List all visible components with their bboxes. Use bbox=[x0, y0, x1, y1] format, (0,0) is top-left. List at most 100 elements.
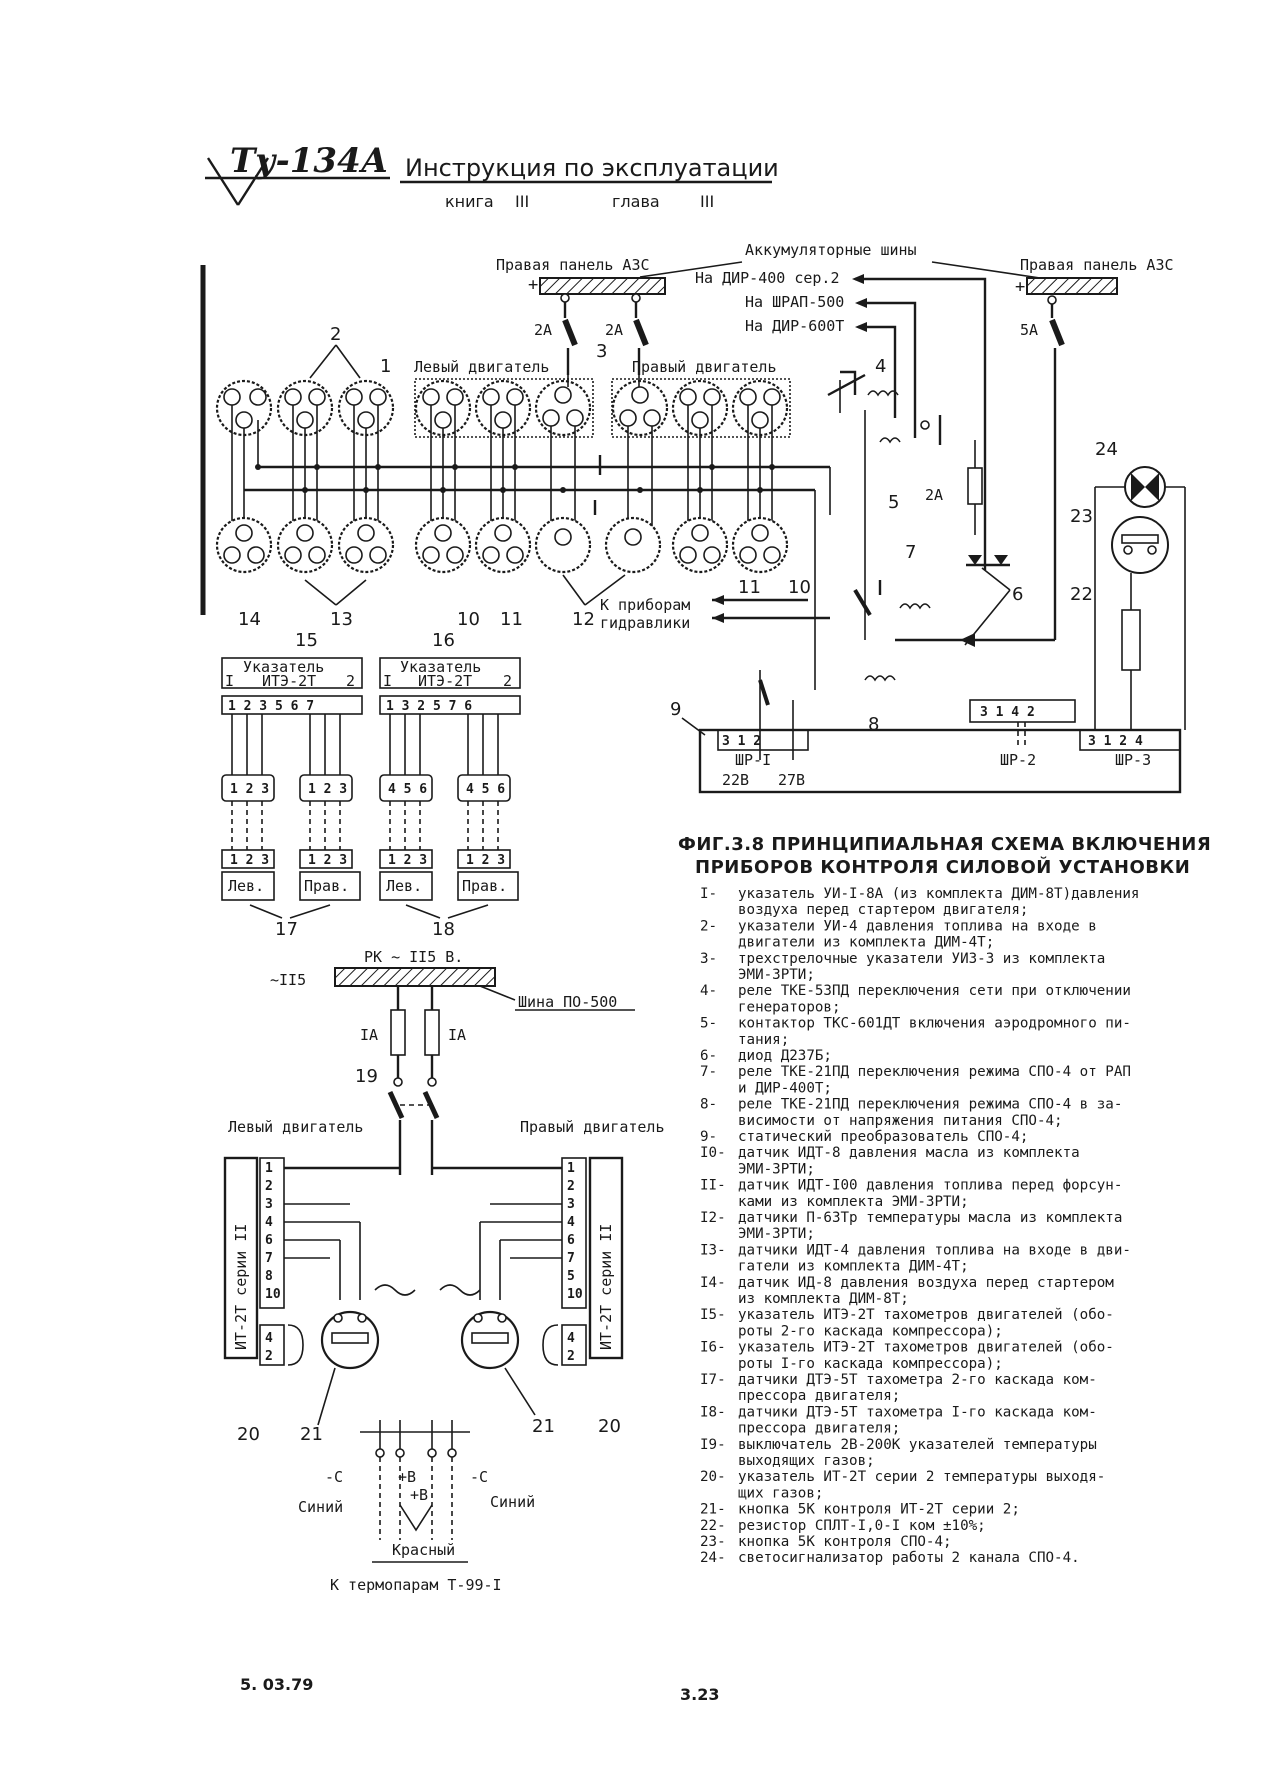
sensor-11-left bbox=[474, 516, 532, 574]
blk-b: 1 2 3 bbox=[308, 782, 347, 797]
sensor-13b bbox=[337, 516, 395, 574]
legend-item-text: датчики П-63Тр температуры масла из комп… bbox=[738, 1210, 1122, 1226]
gauge-3l-b bbox=[474, 379, 532, 437]
sensor-row-bottom: 14 13 10 11 12 11 10 К приборам гидравли… bbox=[215, 516, 830, 632]
indicator-16-model: ИТЭ-2Т bbox=[418, 672, 472, 690]
footer-date: 5. 03.79 bbox=[240, 1675, 313, 1694]
svg-text:2: 2 bbox=[265, 1349, 273, 1364]
legend-item-number: 6- bbox=[700, 1048, 717, 1064]
it2t-right-box bbox=[588, 1156, 624, 1360]
callout-23: 23 bbox=[1070, 506, 1093, 527]
svg-text:5: 5 bbox=[567, 1269, 575, 1284]
legend-item-text: висимости от напряжения питания СПО-4; bbox=[738, 1113, 1063, 1129]
callout-4: 4 bbox=[875, 356, 886, 377]
legend-item-text: прессора двигателя; bbox=[738, 1388, 900, 1404]
legend-item-number: 3- bbox=[700, 951, 717, 967]
legend-item-number: 8- bbox=[700, 1097, 717, 1113]
indicator-15-model: ИТЭ-2Т bbox=[262, 672, 316, 690]
legend-item-text: ками из комплекта ЭМИ-3РТИ; bbox=[738, 1194, 969, 1210]
legend-item-number: II- bbox=[700, 1178, 726, 1194]
callout-21-right: 21 bbox=[532, 1416, 555, 1437]
legend-item-text: датчики ДТЭ-5Т тахометра 2-го каскада ко… bbox=[738, 1372, 1097, 1388]
to-hydraulics-2: гидравлики bbox=[600, 614, 690, 632]
indicator-row-top: 1 2 3 Левый двигатель Правый двигатель bbox=[215, 324, 791, 438]
legend-item-text: ЭМИ-3РТИ; bbox=[738, 1226, 815, 1242]
to-hydraulics-1: К приборам bbox=[600, 596, 690, 614]
callout-11b: 11 bbox=[738, 577, 761, 598]
it2t-left-label: ИТ-2Т серии II bbox=[232, 1224, 250, 1350]
legend-item-number: I0- bbox=[700, 1145, 726, 1161]
legend-item-text: воздуха перед стартером двигателя; bbox=[738, 902, 1028, 918]
pk-115-label: РК ~ II5 В. bbox=[364, 948, 463, 966]
azs-panel-left-bar bbox=[539, 277, 666, 295]
right-panel-azs-left-label: Правая панель АЗС bbox=[496, 256, 650, 274]
svg-text:2: 2 bbox=[265, 1179, 273, 1194]
plus-b-mid: +В bbox=[410, 1486, 428, 1504]
bus-po500-bar bbox=[334, 967, 496, 987]
v22-label: 22В bbox=[722, 771, 749, 789]
callout-10b: 10 bbox=[788, 577, 811, 598]
legend-item-text: указатели УИ-4 давления топлива на входе… bbox=[738, 918, 1097, 934]
legend-item-number: I5- bbox=[700, 1307, 726, 1323]
svg-text:10: 10 bbox=[265, 1287, 281, 1302]
red-label: Красный bbox=[392, 1541, 455, 1559]
legend-item-text: контактор ТКС-601ДТ включения аэродромно… bbox=[738, 1016, 1131, 1032]
azs-panel-right-bar bbox=[1026, 277, 1118, 295]
blk-d: 4 5 6 bbox=[466, 782, 505, 797]
svg-text:1 2 3: 1 2 3 bbox=[308, 853, 347, 868]
svg-text:1 2 3: 1 2 3 bbox=[388, 853, 427, 868]
legend-item-number: 9- bbox=[700, 1129, 717, 1145]
svg-text:6: 6 bbox=[265, 1233, 273, 1248]
svg-text:3 1 4 2: 3 1 4 2 bbox=[980, 705, 1035, 720]
svg-text:4: 4 bbox=[567, 1331, 575, 1346]
legend-item-number: 24- bbox=[700, 1550, 726, 1566]
legend-item-text: кнопка 5К контроля ИТ-2Т серии 2; bbox=[738, 1502, 1020, 1518]
sensor-10-right bbox=[731, 516, 789, 574]
to-thermocouples-label: К термопарам Т-99-I bbox=[330, 1576, 502, 1594]
svg-text:2: 2 bbox=[567, 1179, 575, 1194]
callout-20-left: 20 bbox=[237, 1424, 260, 1445]
svg-text:7: 7 bbox=[265, 1251, 273, 1266]
legend-item-number: I9- bbox=[700, 1437, 726, 1453]
legend-item-number: 4- bbox=[700, 983, 717, 999]
callout-10a: 10 bbox=[457, 609, 480, 630]
plus-b-left: +В bbox=[398, 1468, 416, 1486]
ac-115-label: ~II5 bbox=[270, 971, 306, 989]
legend: I-указатель УИ-I-8А (из комплекта ДИМ-8Т… bbox=[700, 886, 1139, 1566]
legend-item-number: I7- bbox=[700, 1372, 726, 1388]
tacho-section: 15 16 Указатель I ИТЭ-2Т 2 1 2 3 5 6 7 У… bbox=[221, 630, 521, 940]
right-panel-azs-right-label: Правая панель АЗС bbox=[1020, 256, 1174, 274]
legend-item-text: и ДИР-400Т; bbox=[738, 1080, 832, 1096]
gauge-2b bbox=[337, 379, 395, 437]
indicator-15-box bbox=[221, 657, 363, 689]
to-shrap500-label: На ШРАП-500 bbox=[745, 293, 844, 311]
sensor-13a bbox=[276, 516, 334, 574]
callout-18: 18 bbox=[432, 919, 455, 940]
gauge-3r-b bbox=[671, 379, 729, 437]
legend-item-text: гатели из комплекта ДИМ-4Т; bbox=[738, 1259, 969, 1275]
book-value: III bbox=[515, 192, 529, 211]
signal-lamp-24-icon bbox=[1124, 466, 1166, 508]
legend-item-text: реле ТКЕ-21ПД переключения режима СПО-4 … bbox=[738, 1064, 1131, 1080]
v27-label: 27В bbox=[778, 771, 805, 789]
bus-po500-label: Шина ПО-500 bbox=[518, 993, 617, 1011]
to-dimr600-label: На ДИР-600Т bbox=[745, 317, 844, 335]
fuse-2a-1-label: 2А bbox=[534, 321, 552, 339]
legend-item-text: статический преобразователь СПО-4; bbox=[738, 1129, 1028, 1145]
shr1-label: ШР-I bbox=[735, 751, 771, 769]
callout-6: 6 bbox=[1012, 584, 1023, 605]
legend-item-text: щих газов; bbox=[738, 1485, 823, 1501]
minus-c-left: -С bbox=[325, 1468, 343, 1486]
svg-text:1 2 3: 1 2 3 bbox=[466, 853, 505, 868]
callout-11a: 11 bbox=[500, 609, 523, 630]
svg-text:10: 10 bbox=[567, 1287, 583, 1302]
chapter-label: глава bbox=[612, 192, 660, 211]
legend-item-text: генераторов; bbox=[738, 999, 841, 1015]
legend-item-text: датчики ДТЭ-5Т тахометра I-го каскада ко… bbox=[738, 1404, 1097, 1420]
svg-text:1: 1 bbox=[265, 1161, 273, 1176]
it2t-right-label: ИТ-2Т серии II bbox=[597, 1224, 615, 1350]
legend-item-text: светосигнализатор работы 2 канала СПО-4. bbox=[738, 1550, 1080, 1566]
fuse-5a-label: 5А bbox=[1020, 321, 1038, 339]
callout-15: 15 bbox=[295, 630, 318, 651]
indicator-16-pins: 1 3 2 5 7 6 bbox=[386, 699, 472, 714]
